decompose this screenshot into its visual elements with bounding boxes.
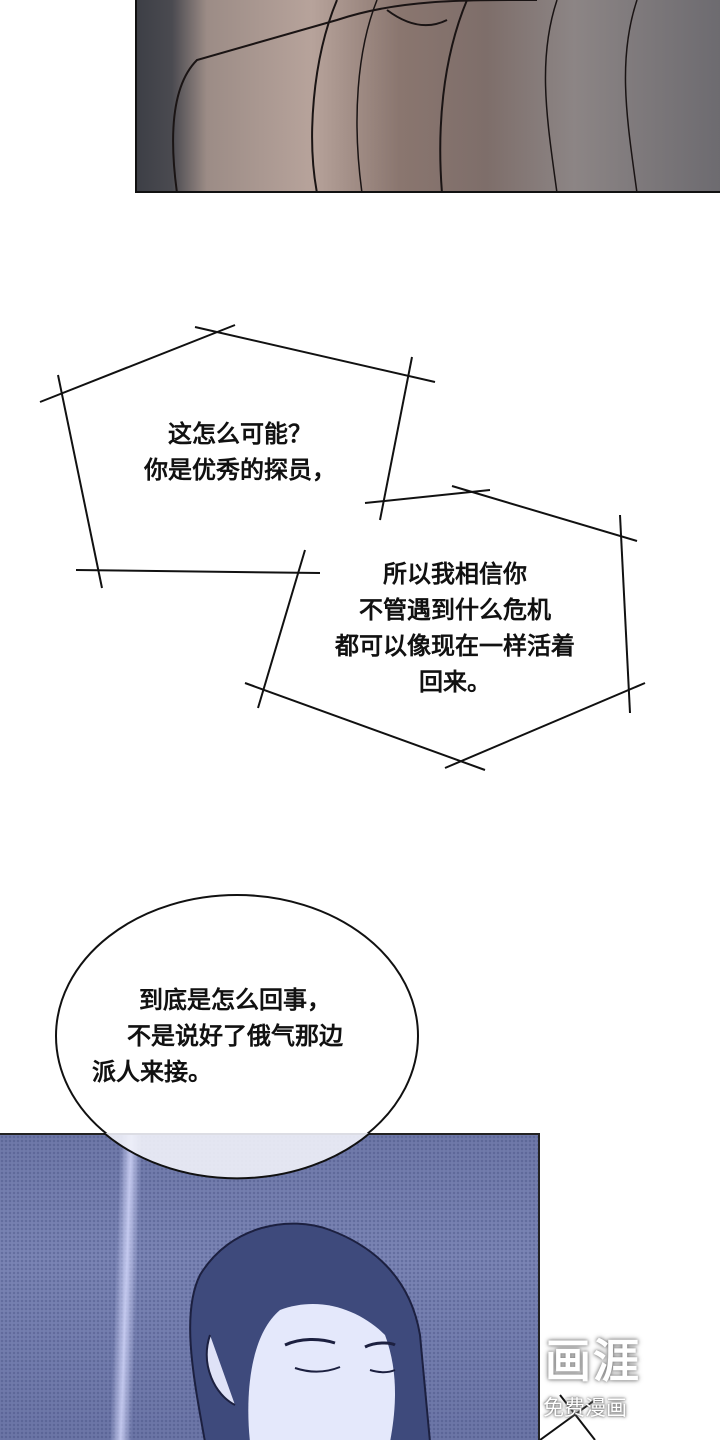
- bubble-line: 不管遇到什么危机: [359, 596, 551, 624]
- bubble-line: 都可以像现在一样活着: [335, 632, 575, 660]
- bubble-line: 派人来接。: [92, 1058, 212, 1086]
- speech-bubble-first: 这怎么可能？ 你是优秀的探员，: [110, 416, 370, 488]
- comic-panel-top: [135, 0, 720, 193]
- bubble-line: 到底是怎么回事，: [139, 986, 331, 1014]
- speech-bubble-third: 到底是怎么回事， 不是说好了俄气那边 派人来接。: [90, 982, 380, 1090]
- bubble-line: 你是优秀的探员，: [144, 456, 336, 484]
- comic-panel-bottom: [0, 1133, 540, 1440]
- bubble-line: 所以我相信你: [383, 560, 527, 588]
- bubble-line: 回来。: [419, 668, 491, 696]
- watermark-tagline: 免费漫画: [543, 1396, 627, 1420]
- bubble-line: 这怎么可能？: [168, 420, 312, 448]
- character-shoulder-art: [172, 0, 638, 191]
- character-face-art: [189, 1222, 431, 1440]
- watermark-logo: 画涯: [545, 1334, 641, 1388]
- speech-bubble-second: 所以我相信你 不管遇到什么危机 都可以像现在一样活着 回来。: [300, 556, 610, 700]
- bubble-line: 不是说好了俄气那边: [127, 1022, 343, 1050]
